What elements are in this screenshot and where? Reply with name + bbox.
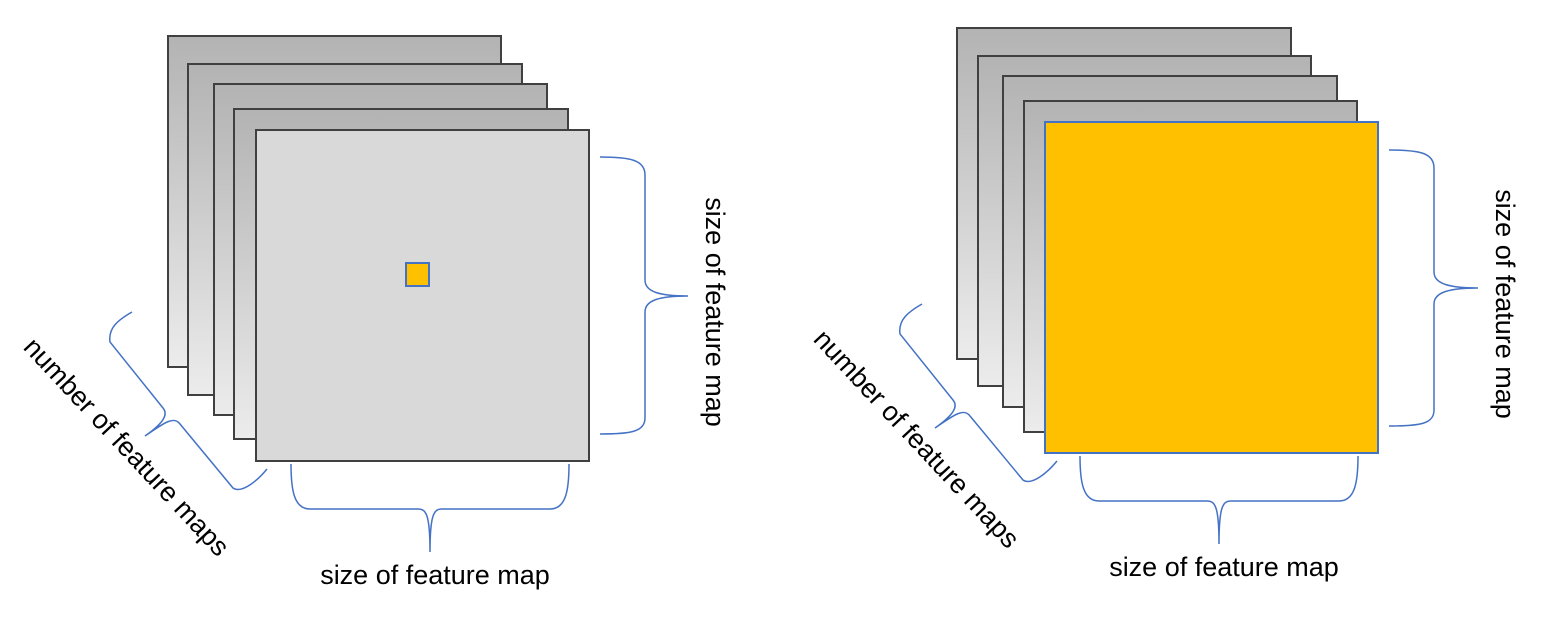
right-feature-map-stack — [956, 27, 1379, 454]
right-height-label: size of feature map — [1490, 189, 1520, 419]
left-highlight-pixel — [405, 262, 430, 287]
right-depth-brace — [899, 303, 1058, 483]
right-front-layer-highlighted — [1044, 121, 1379, 454]
left-height-brace — [599, 156, 689, 435]
right-width-brace — [1079, 455, 1359, 545]
left-feature-map-stack — [167, 35, 590, 462]
left-depth-brace — [109, 311, 268, 491]
left-width-brace — [290, 463, 570, 553]
right-height-brace — [1388, 149, 1479, 427]
left-height-label: size of feature map — [700, 197, 730, 427]
right-width-label: size of feature map — [1109, 552, 1339, 582]
left-width-label: size of feature map — [320, 560, 550, 590]
left-front-layer — [255, 129, 590, 462]
